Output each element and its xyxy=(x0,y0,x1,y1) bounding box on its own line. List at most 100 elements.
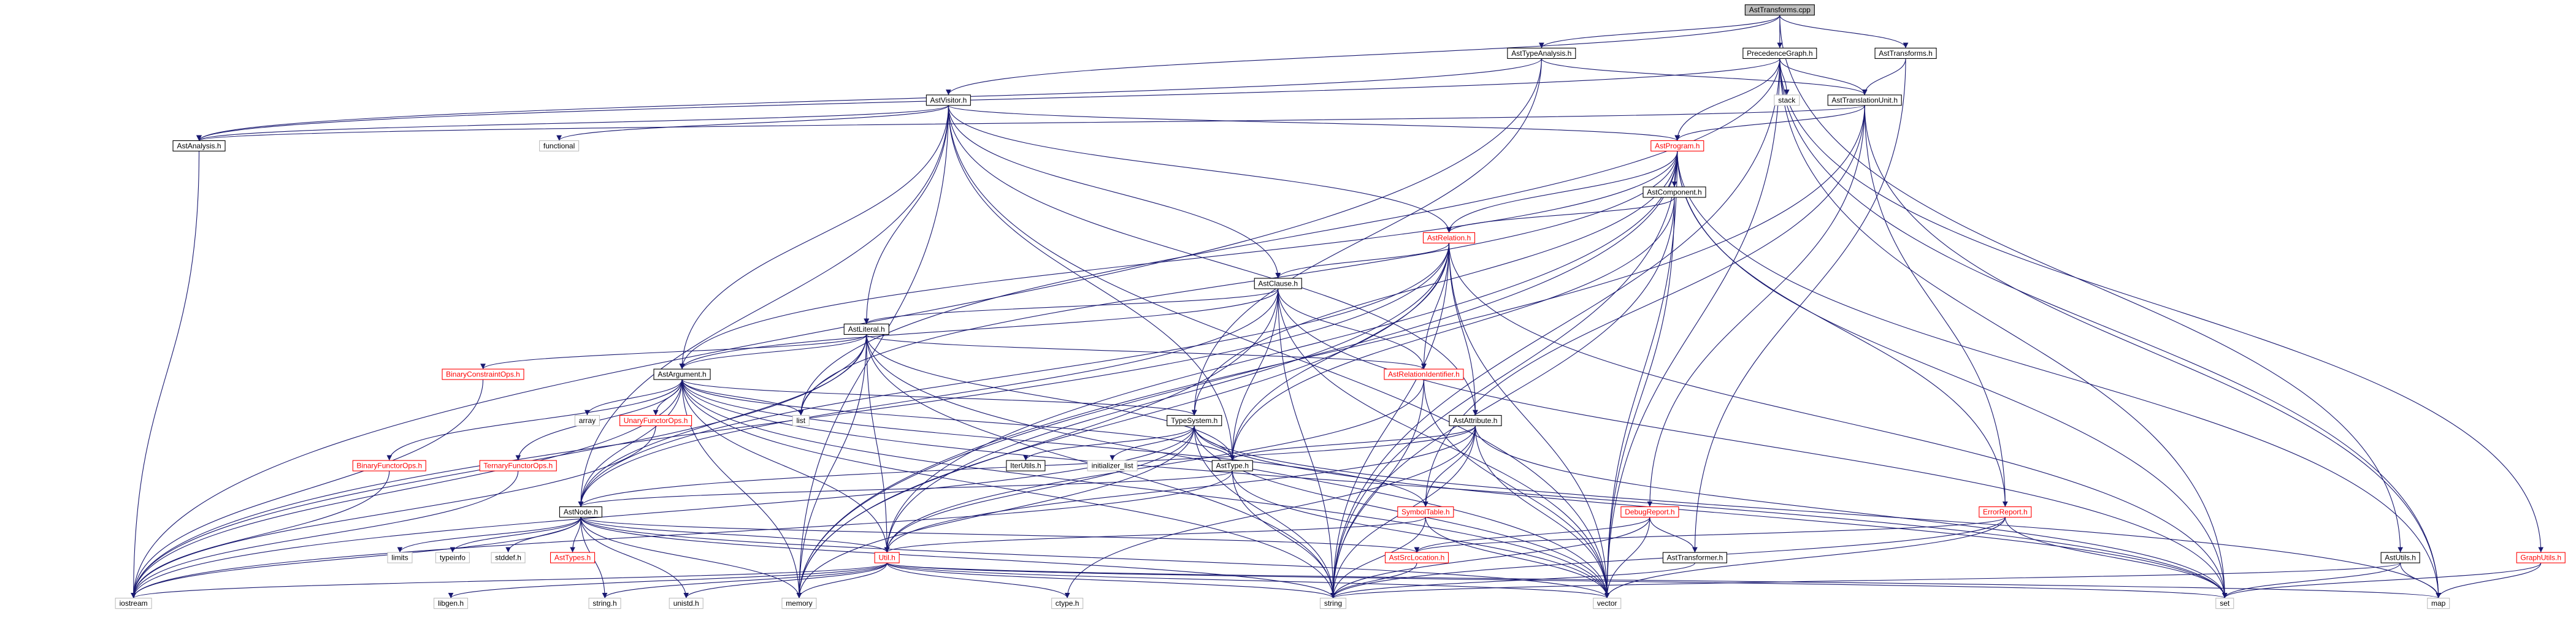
edge-astrelationidentifier-to-vector xyxy=(1423,380,1610,598)
node-astattribute[interactable]: AstAttribute.h xyxy=(1449,414,1502,427)
node-asttransformer[interactable]: AstTransformer.h xyxy=(1662,552,1727,563)
node-astutils[interactable]: AstUtils.h xyxy=(2380,552,2420,563)
edge-root-to-asttransforms xyxy=(1779,15,1909,48)
node-label: vector xyxy=(1597,599,1617,608)
edge-precedencegraph-to-list xyxy=(798,58,1781,416)
node-astsrclocation[interactable]: AstSrcLocation.h xyxy=(1384,552,1449,563)
node-asttranslationunit[interactable]: AstTranslationUnit.h xyxy=(1827,94,1902,106)
edge-astvisitor-to-asttype xyxy=(948,105,1235,461)
node-box xyxy=(1449,414,1502,427)
node-map: map xyxy=(2427,598,2450,609)
edge-astclause-to-string xyxy=(1278,288,1336,598)
node-astrelationidentifier[interactable]: AstRelationIdentifier.h xyxy=(1384,368,1464,380)
node-astanalysis[interactable]: AstAnalysis.h xyxy=(172,140,226,151)
node-box xyxy=(1254,278,1302,289)
node-asttransforms[interactable]: AstTransforms.h xyxy=(1874,47,1937,59)
node-asttypeanalysis[interactable]: AstTypeAnalysis.h xyxy=(1507,47,1576,59)
edge-astargument-to-list xyxy=(681,379,804,416)
node-label: AstTypeAnalysis.h xyxy=(1511,49,1571,58)
node-astprogram[interactable]: AstProgram.h xyxy=(1650,140,1704,151)
edge-errorreport-to-set xyxy=(2004,517,2228,598)
node-astnode[interactable]: AstNode.h xyxy=(559,506,602,518)
node-stddef: stddef.h xyxy=(491,552,526,563)
edge-astprogram-to-memory xyxy=(796,151,1678,598)
edge-astclause-to-astrelationidentifier xyxy=(1278,288,1427,370)
node-unaryfunctorops[interactable]: UnaryFunctorOps.h xyxy=(619,414,692,427)
edge-debugreport-to-vector xyxy=(1604,517,1650,598)
edge-astrelation-to-set xyxy=(1448,243,2228,598)
node-binaryconstraintops[interactable]: BinaryConstraintOps.h xyxy=(442,368,524,380)
node-label: stack xyxy=(1778,96,1796,104)
node-iostream: iostream xyxy=(115,598,152,609)
node-graphutils[interactable]: GraphUtils.h xyxy=(2516,552,2566,563)
edge-debugreport-to-astsrclocation xyxy=(1414,517,1650,553)
node-astrelation[interactable]: AstRelation.h xyxy=(1422,232,1476,243)
edge-astargument-to-typesystem xyxy=(681,379,1197,416)
edge-typesystem-to-util xyxy=(884,425,1195,553)
node-box xyxy=(1662,552,1727,563)
node-astcomponent[interactable]: AstComponent.h xyxy=(1643,186,1706,198)
edge-astrelation-to-astclause xyxy=(1275,243,1450,279)
edge-typesystem-to-initializer_list xyxy=(1110,425,1195,461)
node-box xyxy=(781,598,817,609)
node-label: AstArgument.h xyxy=(657,370,706,379)
node-label: ErrorReport.h xyxy=(1983,508,2028,516)
node-label: list xyxy=(796,416,805,425)
edge-binaryconstraintops-to-iostream xyxy=(131,380,484,598)
node-astliteral[interactable]: AstLiteral.h xyxy=(843,323,889,335)
node-label: TernaryFunctorOps.h xyxy=(483,462,553,470)
edge-asttranslationunit-to-astanalysis xyxy=(196,105,1865,141)
edge-errorreport-to-astsrclocation xyxy=(1414,517,2006,553)
edge-asttranslationunit-to-astprogram xyxy=(1674,105,1865,141)
node-libgen: libgen.h xyxy=(433,598,469,609)
edge-root-to-asttypeanalysis xyxy=(1539,15,1781,48)
node-astargument[interactable]: AstArgument.h xyxy=(653,368,711,380)
node-label: functional xyxy=(543,142,575,150)
edge-astliteral-to-util xyxy=(866,334,890,553)
edge-asttypeanalysis-to-iostream xyxy=(131,58,1542,598)
node-asttypes[interactable]: AstTypes.h xyxy=(550,552,596,563)
dependency-edges xyxy=(131,15,2544,599)
node-box xyxy=(1650,140,1704,151)
edge-unaryfunctorops-to-iostream xyxy=(131,425,656,598)
node-box xyxy=(1643,186,1706,198)
node-limits: limits xyxy=(387,552,413,563)
node-box xyxy=(491,552,526,563)
node-typesystem[interactable]: TypeSystem.h xyxy=(1167,414,1222,427)
node-astvisitor[interactable]: AstVisitor.h xyxy=(926,94,971,106)
edge-astargument-to-ternaryfunctorops xyxy=(515,380,683,461)
node-label: memory xyxy=(786,599,812,608)
node-root[interactable]: AstTransforms.cpp xyxy=(1744,4,1815,16)
node-ternaryfunctorops[interactable]: TernaryFunctorOps.h xyxy=(479,460,557,471)
node-label: AstUtils.h xyxy=(2385,554,2416,562)
node-iterutils[interactable]: IterUtils.h xyxy=(1006,460,1046,471)
node-box xyxy=(1384,368,1464,380)
edge-astcomponent-to-asttype xyxy=(1229,197,1675,461)
node-label: BinaryConstraintOps.h xyxy=(446,370,520,379)
node-precedencegraph[interactable]: PrecedenceGraph.h xyxy=(1742,47,1817,59)
node-vector: vector xyxy=(1593,598,1622,609)
node-label: ctype.h xyxy=(1056,599,1079,608)
edge-astliteral-to-binaryconstraintops xyxy=(480,334,867,370)
edge-astcomponent-to-astrelation xyxy=(1446,197,1675,233)
node-astclause[interactable]: AstClause.h xyxy=(1254,278,1302,289)
node-debugreport[interactable]: DebugReport.h xyxy=(1620,506,1679,518)
edge-astargument-to-string xyxy=(681,380,1336,598)
edge-root-to-astutils xyxy=(1779,15,2404,553)
node-asttype[interactable]: AstType.h xyxy=(1211,460,1253,471)
node-symboltable[interactable]: SymbolTable.h xyxy=(1397,506,1454,518)
node-util[interactable]: Util.h xyxy=(874,552,900,563)
edge-astclause-to-astliteral xyxy=(864,288,1279,324)
node-box xyxy=(874,552,900,563)
node-label: AstTransforms.cpp xyxy=(1749,6,1811,14)
node-box xyxy=(1051,598,1084,609)
edge-astnode-to-unistd xyxy=(580,517,689,598)
edge-astrelation-to-string xyxy=(1330,243,1450,598)
node-list: list xyxy=(792,414,810,427)
node-box xyxy=(1397,506,1454,518)
node-box xyxy=(2215,598,2234,609)
node-binaryfunctorops[interactable]: BinaryFunctorOps.h xyxy=(352,460,426,471)
node-errorreport[interactable]: ErrorReport.h xyxy=(1979,506,2032,518)
